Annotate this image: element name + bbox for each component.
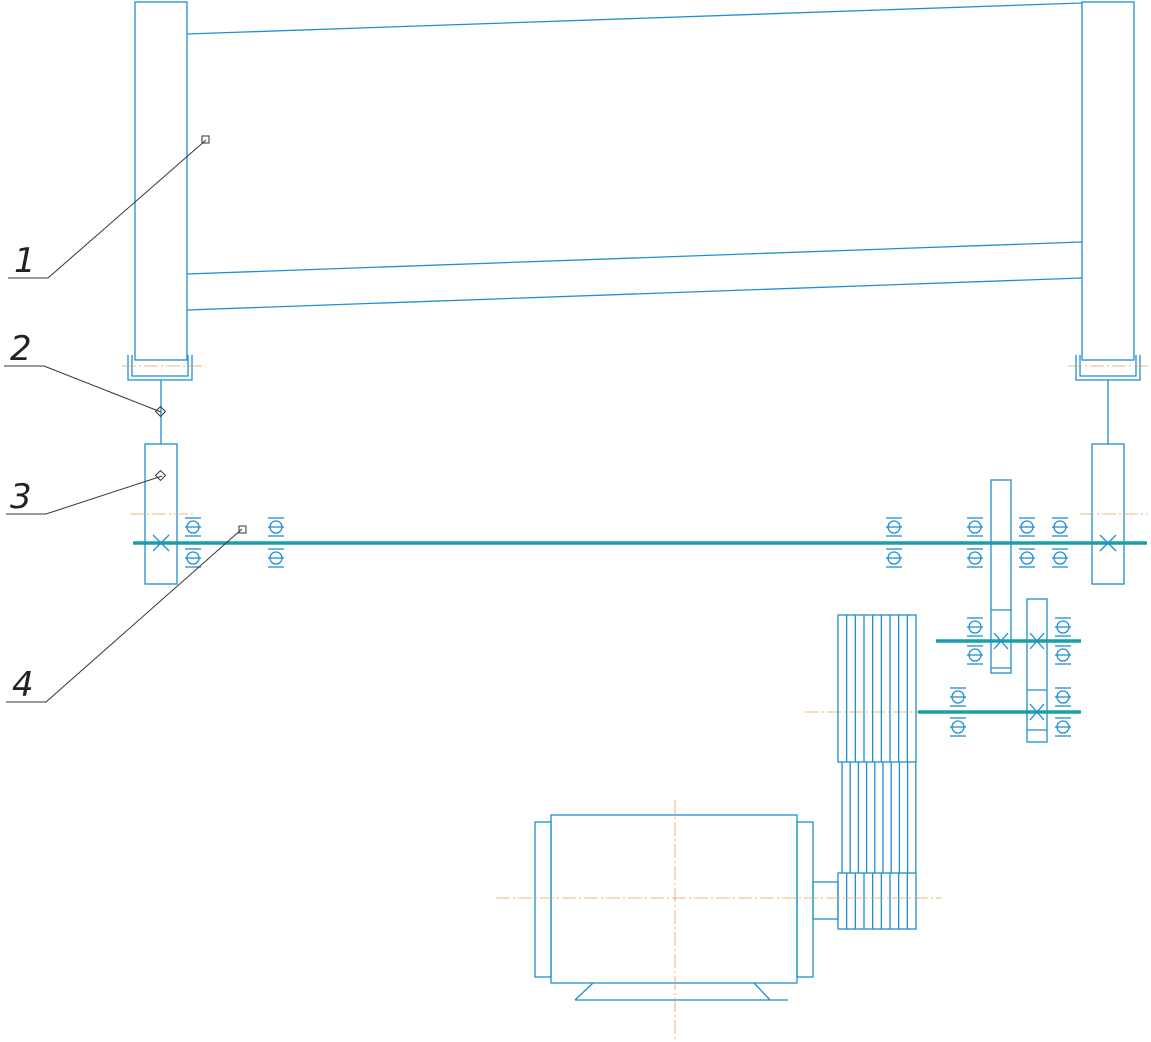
main-shaft-bearing-bottom-1 [185,548,201,568]
intermediate-shaft-bearing-bottom-1 [967,645,983,665]
leader-4 [6,528,243,703]
motor-shaft [812,881,839,920]
main-shaft-bearing-top-3 [886,517,902,537]
main-shaft-bearing-bottom-6 [1052,548,1068,568]
main-shaft-bearing-bottom-2 [268,548,284,568]
main-shaft [133,534,1147,552]
label-4: 4 [12,665,34,705]
intermediate-shaft-bearing-top-2 [1055,617,1071,637]
right-post [1081,1,1135,361]
label-2: 2 [10,329,32,369]
leader-2-marker [154,405,167,418]
large-pulley-outline [837,614,917,763]
label-3: 3 [10,477,32,517]
main-shaft-bearing-bottom-5 [1019,548,1035,568]
right-post-bracket [1075,355,1141,381]
leader-3-marker [154,469,167,482]
input-shaft-bearing-bottom-2 [1055,717,1071,737]
main-shaft-bearing-top-1 [185,517,201,537]
gear-cross-2 [1029,632,1045,650]
input-shaft-bearing-top-1 [950,687,966,707]
v-belts [841,762,917,873]
leader-1 [8,139,207,279]
leader-1-marker [201,135,210,144]
callouts: 1 2 3 4 [4,135,247,705]
eccentric-blocks [130,443,1148,585]
large-v-belt-pulley [837,614,917,763]
main-shaft-bearing-bottom-4 [967,548,983,568]
main-shaft-bearing-top-4 [967,517,983,537]
frame-assembly [122,1,1150,381]
connecting-rods [160,380,1109,444]
large-gear-1 [990,479,1012,674]
bearings-group [185,517,1071,737]
middle-beam-lower [186,277,1083,311]
motor-rear-cap [534,821,552,978]
input-shaft-bearing-top-2 [1055,687,1071,707]
main-shaft-bearing-top-5 [1019,517,1035,537]
main-shaft-bearing-top-2 [268,517,284,537]
main-shaft-bearing-top-6 [1052,517,1068,537]
main-shaft-bearing-bottom-3 [886,548,902,568]
gear-cross-3 [1029,703,1045,721]
input-shaft-bearing-bottom-1 [950,717,966,737]
left-post [134,1,188,361]
leader-2 [4,365,162,413]
motor-body [550,814,798,984]
intermediate-shaft-bearing-bottom-2 [1055,645,1071,665]
electric-motor [496,800,942,1040]
right-eccentric-cross [1099,534,1117,552]
intermediate-shaft-bearing-top-1 [967,617,983,637]
gear-cross-1 [993,632,1009,650]
leader-4-marker [238,525,247,534]
left-post-bracket [127,355,193,381]
motor-front-cap [796,821,814,978]
motor-foot [574,982,788,1001]
middle-beam-upper [186,241,1083,275]
large-gear-2 [1026,598,1048,743]
label-1: 1 [14,241,36,281]
top-beam [186,2,1083,35]
left-eccentric-cross [152,534,170,552]
small-v-belt-pulley [837,872,917,930]
leader-3 [6,475,163,515]
small-pulley-outline [837,872,917,930]
